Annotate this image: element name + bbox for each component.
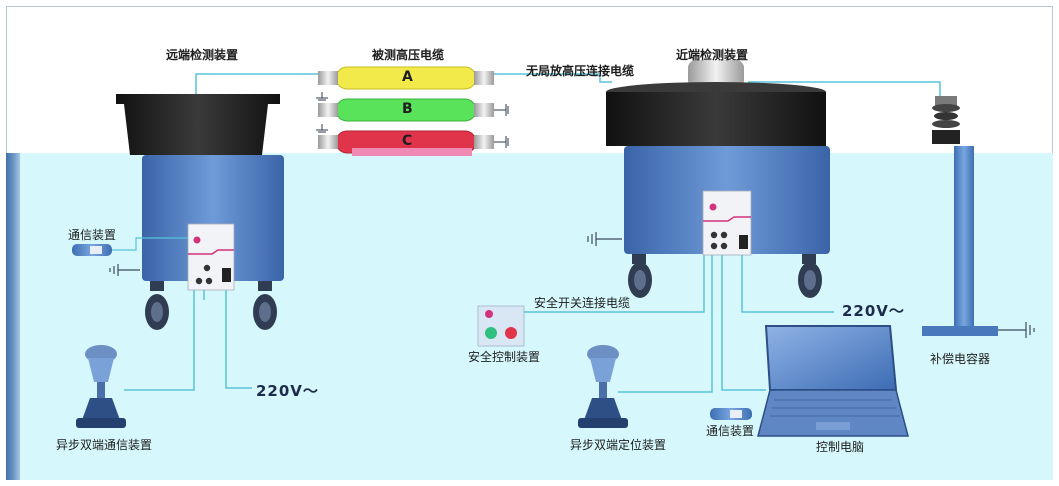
pd-free-cable-label: 无局放高压连接电缆 (526, 64, 635, 78)
voltage-right-label: 220V～ (842, 302, 905, 320)
safety-cable-line (524, 255, 705, 313)
cable-under-test (316, 66, 509, 156)
comm-right-label: 通信装置 (706, 424, 755, 438)
cable-under-test-label: 被测高压电缆 (372, 48, 445, 62)
async-locate-device (578, 345, 628, 428)
phase-a-cable (318, 66, 494, 90)
compensation-capacitor (922, 96, 998, 336)
left-wall (6, 153, 20, 480)
async-locate-label: 异步双端定位装置 (570, 438, 667, 452)
safety-control-device (477, 305, 525, 347)
comm-dongle-right (710, 408, 752, 420)
phase-c-label: C (402, 133, 413, 149)
phase-a-label: A (402, 69, 413, 85)
voltage-left-label: 220V～ (256, 382, 319, 400)
phase-b-cable (318, 98, 494, 122)
async-comm-device (76, 345, 126, 428)
ground-left-device (109, 264, 140, 276)
phase-b-label: B (402, 101, 413, 117)
safety-cable-label: 安全开关连接电缆 (534, 296, 631, 310)
ground-capacitor (998, 322, 1035, 338)
comm-left-label: 通信装置 (68, 228, 117, 242)
control-pc-label: 控制电脑 (816, 440, 865, 454)
phase-c-cable (318, 130, 494, 156)
top-wires (195, 73, 941, 96)
async-comm-label: 异步双端通信装置 (56, 438, 153, 452)
control-laptop (757, 325, 909, 437)
near-device-wires (618, 255, 834, 417)
comm-dongle-left (72, 237, 188, 256)
near-detection-device (606, 60, 830, 298)
safety-control-label: 安全控制装置 (468, 350, 541, 364)
ground-near-device (587, 232, 622, 246)
remote-detection-device (116, 94, 284, 330)
compensation-capacitor-label: 补偿电容器 (930, 352, 991, 366)
remote-device-label: 远端检测装置 (166, 48, 239, 62)
near-device-label: 近端检测装置 (676, 48, 749, 62)
left-device-wires (124, 290, 252, 391)
